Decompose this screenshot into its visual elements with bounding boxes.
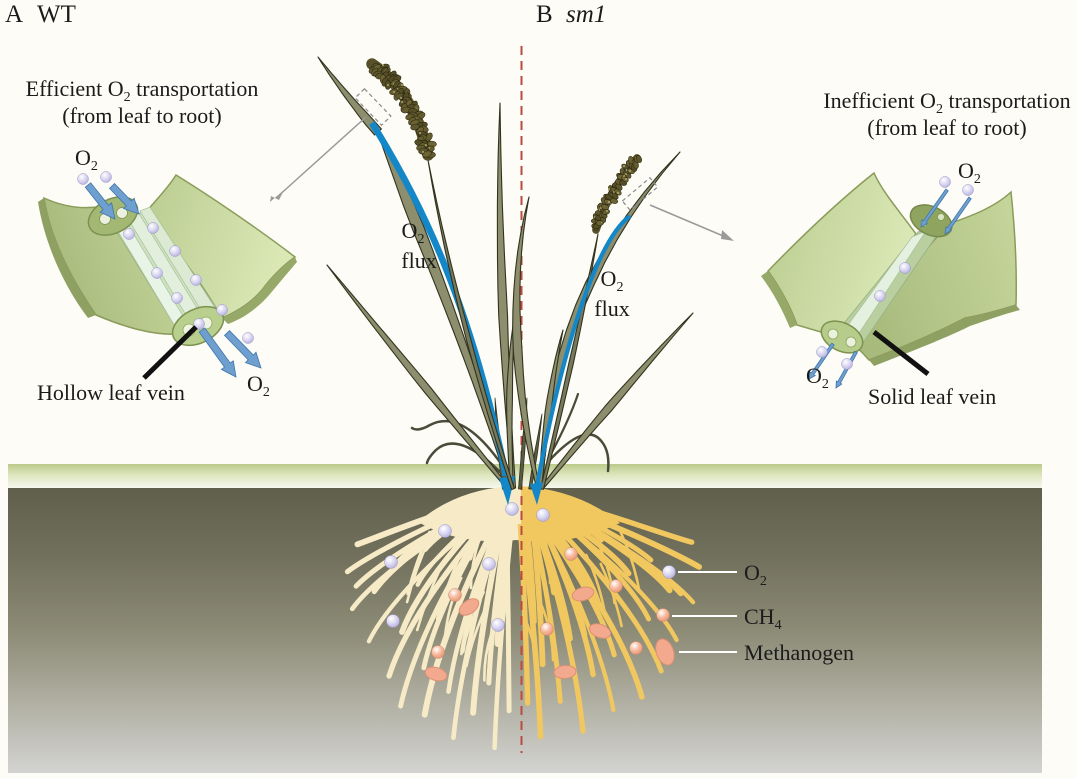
svg-text:(from leaf to root): (from leaf to root) [62, 103, 221, 128]
svg-text:(from leaf to root): (from leaf to root) [867, 115, 1026, 140]
svg-text:O2: O2 [247, 371, 270, 400]
svg-text:Hollow leaf vein: Hollow leaf vein [37, 380, 185, 405]
svg-text:WT: WT [37, 1, 76, 28]
svg-text:O2: O2 [601, 266, 624, 295]
svg-text:A: A [5, 1, 23, 28]
svg-text:Methanogen: Methanogen [744, 640, 854, 665]
svg-text:Efficient O2 transportation: Efficient O2 transportation [26, 76, 259, 105]
svg-text:Solid leaf vein: Solid leaf vein [868, 384, 996, 409]
svg-text:O2: O2 [402, 218, 425, 247]
svg-text:O2: O2 [806, 363, 829, 392]
svg-text:flux: flux [594, 296, 629, 321]
svg-text:flux: flux [401, 248, 436, 273]
svg-text:B: B [536, 1, 553, 28]
svg-text:Inefficient O2 transportation: Inefficient O2 transportation [823, 88, 1070, 117]
svg-text:sm1: sm1 [566, 1, 606, 28]
svg-text:O2: O2 [744, 560, 767, 589]
svg-text:O2: O2 [75, 145, 98, 174]
svg-text:CH4: CH4 [744, 604, 782, 633]
svg-text:O2: O2 [958, 158, 981, 187]
